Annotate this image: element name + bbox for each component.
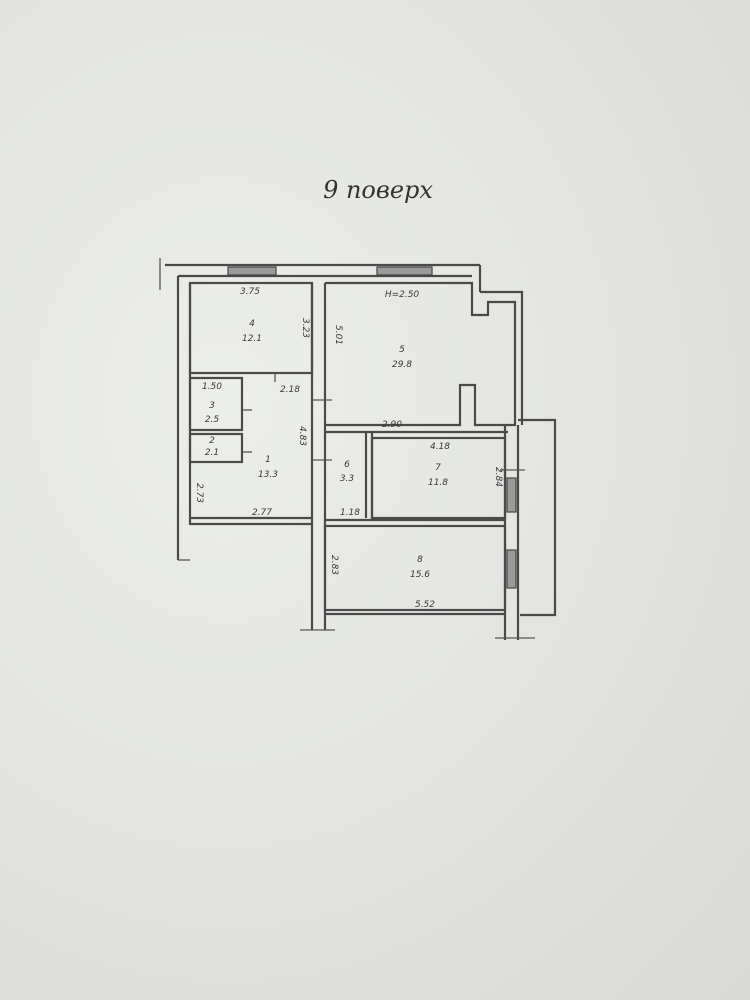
room-5: [325, 281, 517, 427]
ceiling-height: H=2.50: [385, 290, 420, 300]
window: [227, 266, 277, 276]
dimension: 2.83: [329, 555, 339, 575]
dimension: 3.75: [240, 287, 260, 297]
room-number: 4: [249, 319, 255, 329]
room-number: 6: [344, 460, 350, 470]
room-area: 29.8: [392, 360, 412, 370]
dimension: 3.23: [300, 318, 310, 338]
room-number: 3: [209, 401, 215, 411]
room-area: 12.1: [242, 334, 262, 344]
room-3: [188, 376, 244, 432]
dimension: 1.18: [340, 508, 360, 518]
window: [506, 477, 517, 513]
room-labels: 4 12.1 5 29.8 3 2.5 2 2.1 1 13.3 6 3.3 7…: [205, 319, 448, 580]
room-area: 13.3: [258, 470, 278, 480]
floor-title: 9 поверх: [323, 176, 433, 204]
dimension: 4.18: [430, 442, 450, 452]
dimension: 2.18: [280, 385, 300, 395]
room-area: 2.5: [205, 415, 220, 425]
dimension: 2.73: [194, 483, 204, 503]
dimension: 4.83: [297, 426, 307, 446]
room-number: 8: [417, 555, 423, 565]
room-area: 15.6: [410, 570, 430, 580]
window: [376, 266, 433, 276]
room-number: 7: [435, 463, 441, 473]
walls: [159, 258, 557, 640]
room-number: 5: [399, 345, 405, 355]
room-8: [323, 524, 507, 612]
dimension: 2.90: [382, 420, 402, 430]
room-area: 11.8: [428, 478, 448, 488]
room-area: 3.3: [340, 474, 355, 484]
dimension: 5.52: [415, 600, 435, 610]
room-2: [188, 432, 244, 464]
dimension: 2.77: [252, 508, 272, 518]
dimension: 5.01: [333, 325, 343, 345]
room-area: 2.1: [205, 448, 219, 458]
dimension: 1.50: [202, 382, 222, 392]
dimension: 2.84: [493, 467, 503, 487]
room-number: 2: [209, 436, 215, 446]
windows: [227, 266, 517, 589]
dimension-labels: 3.75 H=2.50 3.23 5.01 1.50 2.18 4.83 2.9…: [194, 287, 503, 610]
window: [506, 549, 517, 589]
room-number: 1: [265, 455, 271, 465]
